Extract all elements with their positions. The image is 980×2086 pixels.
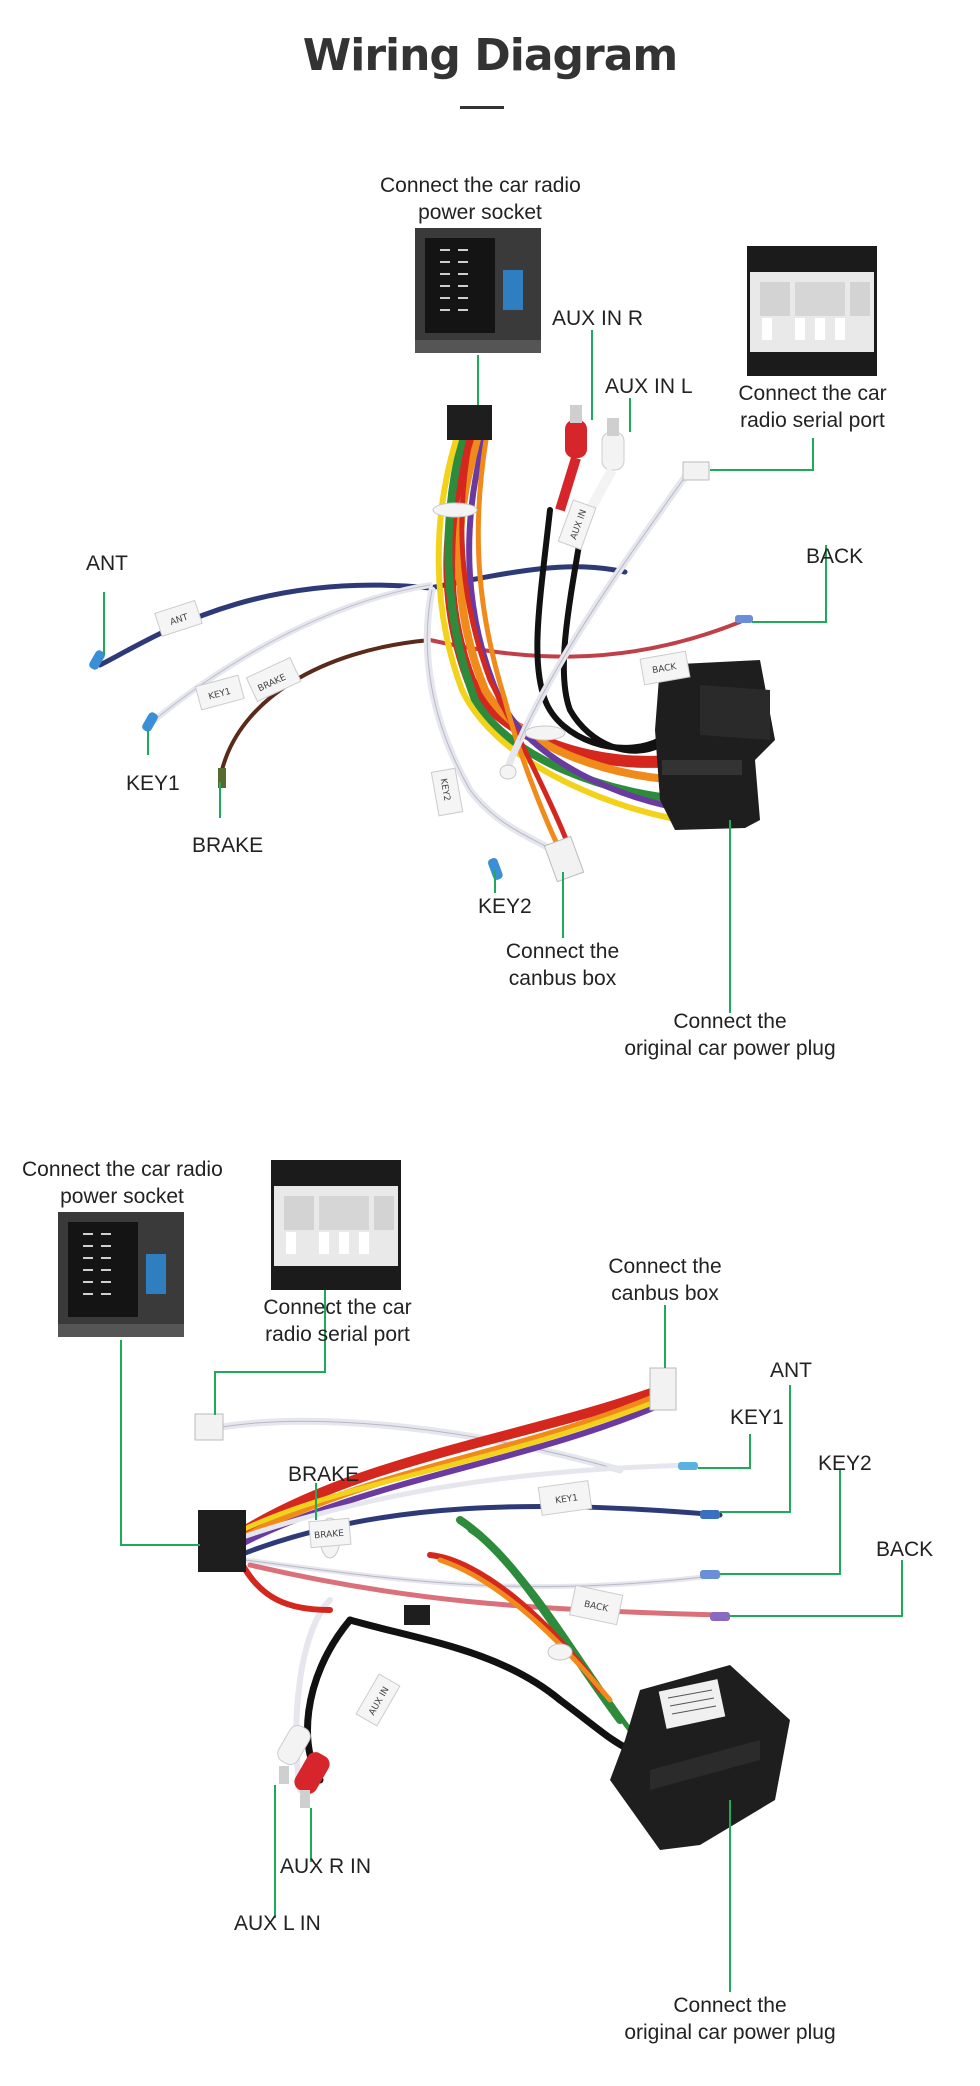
- serial-plug-2: [194, 1413, 224, 1441]
- wire-bundle-1: [97, 434, 742, 859]
- wiring-diagram-1: ANT KEY1 BRAKE BACK KEY2 AUX IN: [89, 228, 877, 1013]
- label-canbus-1-line1: Connect the: [505, 940, 620, 963]
- label-serial-port-1: Connect the car radio serial port: [725, 380, 900, 434]
- label-power-socket-2: Connect the car radio power socket: [22, 1156, 223, 1210]
- label-serial-port-2-line1: Connect the car: [263, 1296, 412, 1319]
- label-canbus-2-line1: Connect the: [608, 1255, 722, 1278]
- tag-key1-2: KEY1: [555, 1493, 579, 1506]
- label-serial-port-1-line2: radio serial port: [740, 409, 885, 432]
- label-brake-1: BRAKE: [192, 834, 264, 857]
- label-power-plug-2-line1: Connect the: [673, 1994, 787, 2017]
- power-plug-2: [610, 1665, 790, 1850]
- label-power-socket-1: Connect the car radio power socket: [380, 172, 581, 226]
- label-power-plug-1: Connect the original car power plug: [620, 1008, 840, 1062]
- label-power-socket-2-line1: Connect the car radio: [22, 1158, 223, 1181]
- label-power-plug-1-line1: Connect the: [673, 1010, 787, 1033]
- label-ant-2: ANT: [770, 1359, 812, 1382]
- label-back-1: BACK: [806, 545, 864, 568]
- label-ant-1: ANT: [86, 552, 128, 575]
- label-canbus-2: Connect the canbus box: [595, 1253, 735, 1307]
- label-power-plug-1-line2: original car power plug: [624, 1037, 836, 1060]
- label-back-2: BACK: [876, 1538, 934, 1561]
- title-underline: [460, 106, 504, 109]
- label-power-socket-1-line1: Connect the car radio: [380, 174, 581, 197]
- wiring-diagram-2: BRAKE KEY1 BACK AUX IN: [58, 1160, 903, 1992]
- canbus-plug-2: [649, 1367, 677, 1411]
- radio-header-connector-2: [198, 1510, 246, 1572]
- label-key1-1: KEY1: [126, 772, 180, 795]
- tag-brake-2: BRAKE: [314, 1529, 345, 1542]
- radio-header-connector-1: [447, 405, 492, 440]
- label-brake-2: BRAKE: [288, 1463, 360, 1486]
- label-key2-2: KEY2: [818, 1452, 872, 1475]
- label-aux-r-in-2: AUX R IN: [280, 1855, 372, 1878]
- label-serial-port-1-line1: Connect the car: [738, 382, 887, 405]
- label-canbus-2-line2: canbus box: [611, 1282, 719, 1305]
- power-socket-photo-1: [415, 228, 541, 353]
- label-aux-l-in-2: AUX L IN: [234, 1912, 321, 1935]
- label-key1-2: KEY1: [730, 1406, 784, 1429]
- rca-plugs-2: [277, 1724, 330, 1808]
- serial-port-photo-1: [747, 246, 877, 376]
- label-power-socket-2-line2: power socket: [60, 1185, 184, 1208]
- tag-key2-1: KEY2: [438, 778, 452, 802]
- tag-back-1: BACK: [652, 662, 679, 676]
- label-aux-in-r-1: AUX IN R: [552, 307, 644, 330]
- leader-lines-1: [103, 330, 827, 1013]
- canbus-plug-1: [543, 835, 585, 883]
- label-serial-port-2-line2: radio serial port: [265, 1323, 410, 1346]
- label-aux-in-l-1: AUX IN L: [605, 375, 693, 398]
- leader-lines-2: [120, 1290, 903, 1992]
- rca-plugs-1: [555, 405, 625, 513]
- power-socket-photo-2: [58, 1212, 184, 1337]
- label-serial-port-2: Connect the car radio serial port: [250, 1294, 425, 1348]
- serial-port-photo-2: [271, 1160, 401, 1290]
- wire-bundle-2: [211, 1385, 723, 1793]
- label-key2-1: KEY2: [478, 895, 532, 918]
- page-title: Wiring Diagram: [302, 30, 679, 81]
- label-power-plug-2-line2: original car power plug: [624, 2021, 836, 2044]
- label-canbus-1-line2: canbus box: [508, 967, 617, 990]
- power-plug-1: [655, 660, 775, 830]
- label-power-socket-1-line2: power socket: [418, 201, 542, 224]
- label-power-plug-2: Connect the original car power plug: [620, 1992, 840, 2046]
- label-canbus-1: Connect the canbus box: [490, 938, 635, 992]
- serial-plug-1: [682, 461, 710, 481]
